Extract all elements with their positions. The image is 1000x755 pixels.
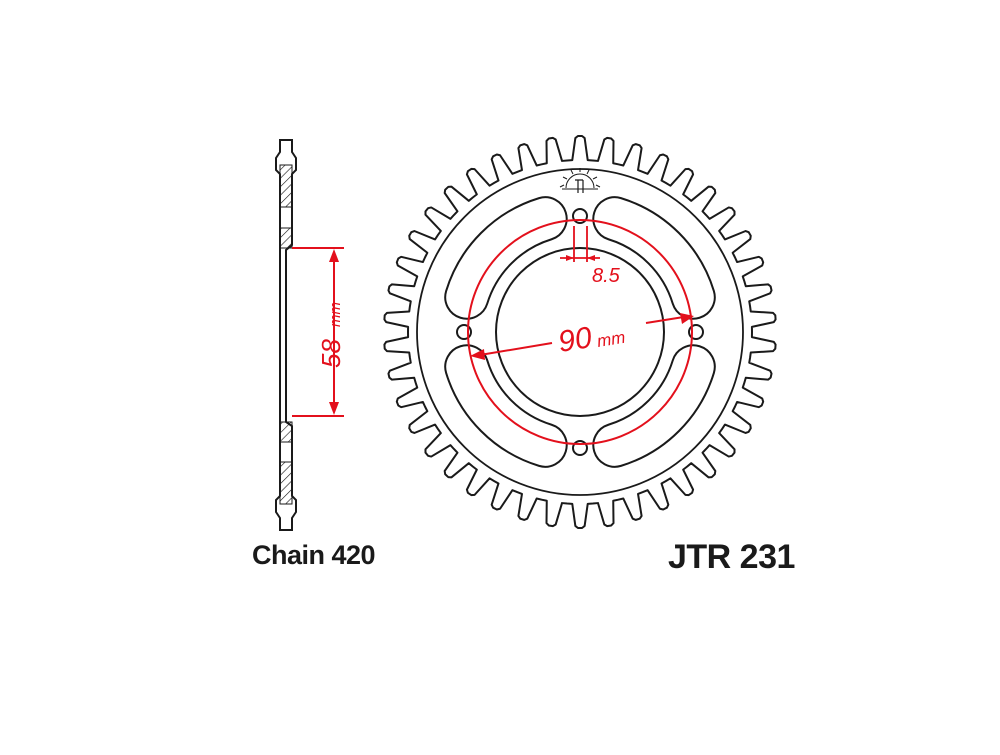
center-bore <box>495 247 665 417</box>
lightening-slot <box>444 196 568 320</box>
profile-hatch-top-inner <box>279 227 293 249</box>
pcd-dimension-value: 90 <box>556 321 594 359</box>
bore-dimension: 58 mm <box>292 247 346 417</box>
profile-hatch-bottom-inner <box>279 421 293 443</box>
pcd-dimension: 90 mm <box>470 313 694 360</box>
lightening-slot <box>592 344 716 468</box>
profile-hatch-top-outer <box>279 164 293 208</box>
pitch-circle <box>467 219 693 445</box>
side-profile-view: 58 mm <box>275 139 346 531</box>
jt-sun-logo-icon <box>559 168 601 193</box>
chain-size-caption: Chain 420 <box>252 540 376 570</box>
lightening-slots <box>444 196 716 468</box>
lightening-slot <box>444 344 568 468</box>
lightening-slot <box>592 196 716 320</box>
part-number-caption: JTR 231 <box>668 538 795 576</box>
bore-dimension-unit: mm <box>327 302 344 327</box>
bore-dimension-value: 58 <box>316 339 346 368</box>
hole-dimension-value: 8.5 <box>592 265 621 287</box>
sprocket-front-view: 90 mm 8.5 <box>383 135 777 529</box>
profile-hatch-bottom-outer <box>279 461 293 505</box>
pcd-dimension-unit: mm <box>596 328 627 351</box>
hole-dimension: 8.5 <box>560 226 621 287</box>
